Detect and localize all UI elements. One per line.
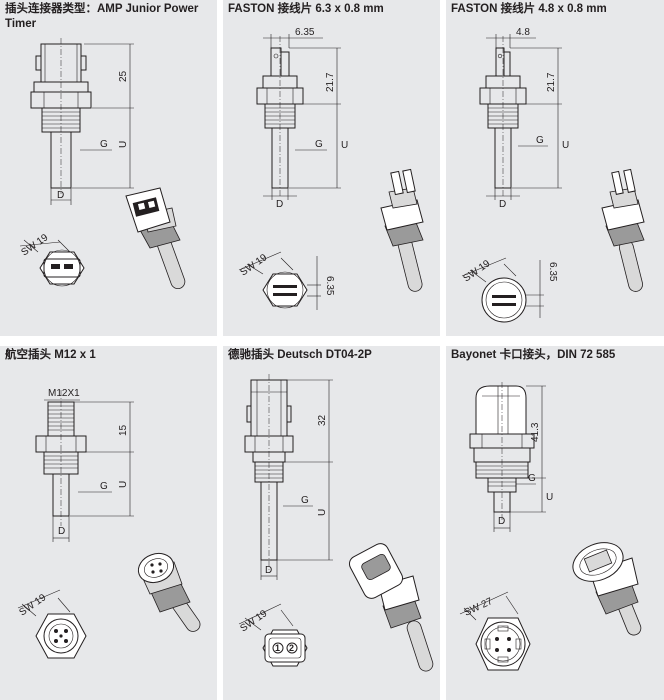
- panel-title: 德驰插头 Deutsch DT04-2P: [228, 349, 372, 361]
- panel-title: 插头连接器类型：AMP Junior Power Timer: [5, 3, 199, 30]
- m12-sensor-drawing: M12X1 15 U G D SW 19: [17, 388, 201, 659]
- m12-connector: [47, 401, 75, 437]
- end-view: [238, 251, 321, 310]
- pin-2-label: 2: [289, 643, 294, 653]
- dim-g-label: G: [536, 135, 544, 146]
- sensor-3d-view: [348, 543, 434, 672]
- dim-d-label: D: [265, 565, 272, 576]
- panel-faston-6-3: FASTON 接线片 6.3 x 0.8 mm 6.35: [223, 0, 440, 336]
- dim-length-label: 25: [118, 70, 129, 82]
- bayonet-sensor-drawing: 41.3 U G D SW 27: [459, 382, 642, 671]
- dim-length-label: 41.3: [530, 422, 541, 442]
- dim-d-label: D: [57, 190, 64, 201]
- dim-d-label: D: [498, 516, 505, 527]
- dim-length-label: 21.7: [325, 72, 336, 92]
- faston-6-3-drawing: 6.35 21.7 U G D SW 19 6.35: [238, 27, 424, 310]
- dim-sw-label: SW 19: [238, 252, 269, 278]
- end-view: 1 2: [238, 603, 308, 667]
- dim-thread-label: M12X1: [48, 388, 80, 399]
- dim-d-label: D: [58, 526, 65, 537]
- dim-u-label: U: [341, 140, 348, 151]
- panel-deutsch-dt04-2p: 德驰插头 Deutsch DT04-2P 32: [223, 346, 440, 700]
- panel-title: 航空插头 M12 x 1: [5, 349, 96, 361]
- sensor-3d-view: [601, 168, 645, 292]
- dim-sw-label: SW 19: [461, 258, 492, 284]
- dim-u-label: U: [546, 492, 553, 503]
- sensor-3d-view: [137, 552, 201, 632]
- end-view: [461, 257, 544, 323]
- dim-length-label: 32: [317, 414, 328, 426]
- dim-length-label: 15: [118, 424, 129, 436]
- panel-title: Bayonet 卡口接头，DIN 72 585: [451, 349, 616, 361]
- dim-width-label: 6.35: [295, 27, 315, 38]
- pin-1-label: 1: [275, 643, 280, 653]
- dim-d-label: D: [499, 199, 506, 210]
- dim-g-label: G: [100, 481, 108, 492]
- panel-amp-junior-power-timer: 插头连接器类型：AMP Junior Power Timer: [0, 0, 217, 336]
- dim-sw-label: SW 27: [463, 596, 495, 619]
- deutsch-sensor-drawing: 32 U G D 1 2 SW 19: [238, 374, 434, 672]
- amp-sensor-drawing: 25 U G D SW 19: [19, 38, 186, 290]
- panel-faston-4-8: FASTON 接线片 4.8 x 0.8 mm 4.8: [446, 0, 664, 336]
- end-view: [459, 591, 531, 671]
- sensor-3d-view: [380, 168, 424, 292]
- dim-g-label: G: [315, 139, 323, 150]
- end-view: [19, 239, 85, 287]
- end-view: [17, 589, 87, 659]
- dim-g-label: G: [100, 139, 108, 150]
- faston-4-8-drawing: 4.8 21.7 U G D SW 19 6.35: [461, 27, 645, 323]
- dim-g-label: G: [301, 495, 309, 506]
- dim-length-label: 21.7: [546, 72, 557, 92]
- dim-u-label: U: [118, 481, 129, 488]
- dim-width-label: 4.8: [516, 27, 530, 38]
- dim-sw-label: SW 19: [19, 232, 50, 258]
- bayonet-connector: [475, 385, 527, 435]
- dim-sw-label: SW 19: [17, 592, 48, 618]
- dim-sw-label: SW 19: [238, 608, 269, 634]
- dim-width2-label: 6.35: [547, 262, 558, 282]
- dim-d-label: D: [276, 199, 283, 210]
- panel-bayonet-din-72585: Bayonet 卡口接头，DIN 72 585 41.3: [446, 346, 664, 700]
- dim-u-label: U: [562, 140, 569, 151]
- panel-title: FASTON 接线片 4.8 x 0.8 mm: [451, 3, 607, 15]
- dim-g-label: G: [528, 473, 536, 484]
- panel-m12-connector: 航空插头 M12 x 1 M12X1: [0, 346, 217, 700]
- dim-width2-label: 6.35: [324, 276, 335, 296]
- dim-u-label: U: [118, 141, 129, 148]
- panel-title: FASTON 接线片 6.3 x 0.8 mm: [228, 3, 384, 15]
- sensor-3d-view: [572, 542, 642, 636]
- dim-u-label: U: [317, 509, 328, 516]
- sensor-3d-view: [125, 187, 186, 290]
